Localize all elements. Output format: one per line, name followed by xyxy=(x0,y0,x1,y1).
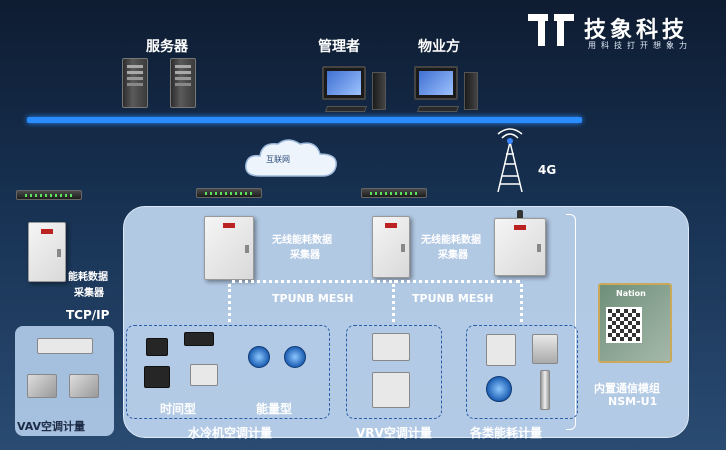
time-meter-device xyxy=(184,332,214,346)
qr-code-icon xyxy=(606,307,642,343)
btu-meter-device xyxy=(248,346,270,368)
gas-meter-device xyxy=(532,334,558,364)
time-meter-device xyxy=(190,364,218,386)
time-meter-device xyxy=(146,338,168,356)
mesh-link xyxy=(392,284,395,322)
wireless-collector-cabinet-2 xyxy=(372,216,410,278)
managers-label: 管理者 xyxy=(318,39,360,55)
vav-actuator-device xyxy=(27,374,57,398)
server-icon xyxy=(122,58,148,108)
property-label: 物业方 xyxy=(418,39,460,55)
brand-name: 技象科技 xyxy=(584,18,689,43)
thermostat-device xyxy=(144,366,170,388)
servers-label: 服务器 xyxy=(146,39,188,55)
mesh-label-1: TPUNB MESH xyxy=(272,292,354,305)
network-switch-icon xyxy=(361,188,427,198)
internet-label: 互联网 xyxy=(266,155,290,164)
collector-1-label-1: 无线能耗数据 xyxy=(272,235,332,246)
energy-type-label: 能量型 xyxy=(256,402,293,416)
water-meter-device xyxy=(486,376,512,402)
vrv-gateway-device xyxy=(372,372,410,408)
mesh-link xyxy=(228,284,231,322)
vrv-label: VRV空调计量 xyxy=(356,426,432,440)
various-label: 各类能耗计量 xyxy=(470,426,543,440)
brand-logo xyxy=(528,12,576,48)
wireless-collector-cabinet-3 xyxy=(494,210,546,276)
vav-actuator-device xyxy=(69,374,99,398)
server-icon xyxy=(170,58,196,108)
wireless-collector-cabinet-1 xyxy=(204,216,254,280)
lan-bus-line xyxy=(27,117,582,123)
module-label: 内置通信模组 xyxy=(594,382,660,395)
vrv-group xyxy=(346,325,442,419)
time-type-label: 时间型 xyxy=(160,402,197,416)
network-switch-icon xyxy=(16,190,82,200)
chip-brand-label: Nation xyxy=(616,289,646,298)
flow-meter-device xyxy=(540,370,550,410)
tcpip-label: TCP/IP xyxy=(66,308,110,322)
vav-controller-device xyxy=(37,338,93,354)
logo-icon xyxy=(528,14,574,46)
left-collector-label-1: 能耗数据 xyxy=(68,272,108,283)
vav-group: VAV空调计量 xyxy=(15,326,114,436)
module-bracket xyxy=(566,214,576,430)
left-collector-label-2: 采集器 xyxy=(74,288,104,299)
mesh-link xyxy=(520,284,523,322)
collector-2-label-1: 无线能耗数据 xyxy=(421,235,481,246)
collector-1-label-2: 采集器 xyxy=(290,250,320,261)
vrv-meter-device xyxy=(372,333,410,361)
btu-meter-device xyxy=(284,346,306,368)
internet-cloud-icon xyxy=(242,136,342,180)
module-model: NSM-U1 xyxy=(608,395,658,408)
water-chiller-label: 水冷机空调计量 xyxy=(188,426,273,440)
network-switch-icon xyxy=(196,188,262,198)
cellular-label: 4G xyxy=(538,163,557,177)
mesh-link xyxy=(394,280,520,283)
vav-label: VAV空调计量 xyxy=(17,420,86,433)
cell-tower-icon xyxy=(490,128,530,194)
brand-slogan: 用科技打开想象力 xyxy=(588,41,692,50)
mesh-link xyxy=(232,280,392,283)
manager-pc-icon xyxy=(322,66,392,116)
property-pc-icon xyxy=(414,66,484,116)
nsm-module-chip: Nation xyxy=(598,283,672,363)
various-meters-group xyxy=(466,325,578,419)
mesh-label-2: TPUNB MESH xyxy=(412,292,494,305)
water-chiller-group xyxy=(126,325,330,419)
electric-meter-device xyxy=(486,334,516,366)
collector-2-label-2: 采集器 xyxy=(438,250,468,261)
wired-collector-cabinet xyxy=(28,222,66,282)
